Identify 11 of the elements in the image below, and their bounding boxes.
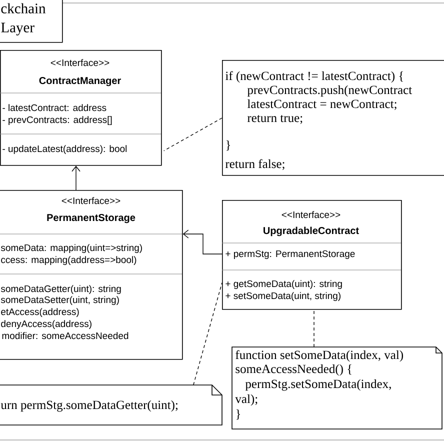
arrow [72,166,80,190]
code-note: if (newContract != latestContract) { prevContracts.push(newContract latestContract = newContract; return true; } return false; [222,60,444,176]
code-note: urn permStg.someDataGetter(uint); [0,384,222,426]
layer-box: ckchain Layer [0,0,63,43]
class-box: <<Interface>> UpgradableContract + permStg: PermanentStorage + getSomeData(uint): string + setSomeData(uint, string) [222,200,402,310]
class-box: <<Interface>> ContractManager - latestContract: address - prevContracts: address[] - updateLatest(address): bool [0,50,162,166]
dashed-connector [163,118,222,152]
class-box: <<Interface>> PermanentStorage someData: mapping(uint=>string) ccess: mapping(address=>bool) someDataGetter(uint): string someDataSetter(uint, string) etAccess(address) denyAccess(address) modifier: someAccessNeeded [0,190,183,360]
dashed-connector [193,282,222,386]
code-note: function setSomeData(index, val) someAccessNeeded() { permStg.setSomeData(index, val); } [232,346,442,430]
arrow [182,230,222,254]
